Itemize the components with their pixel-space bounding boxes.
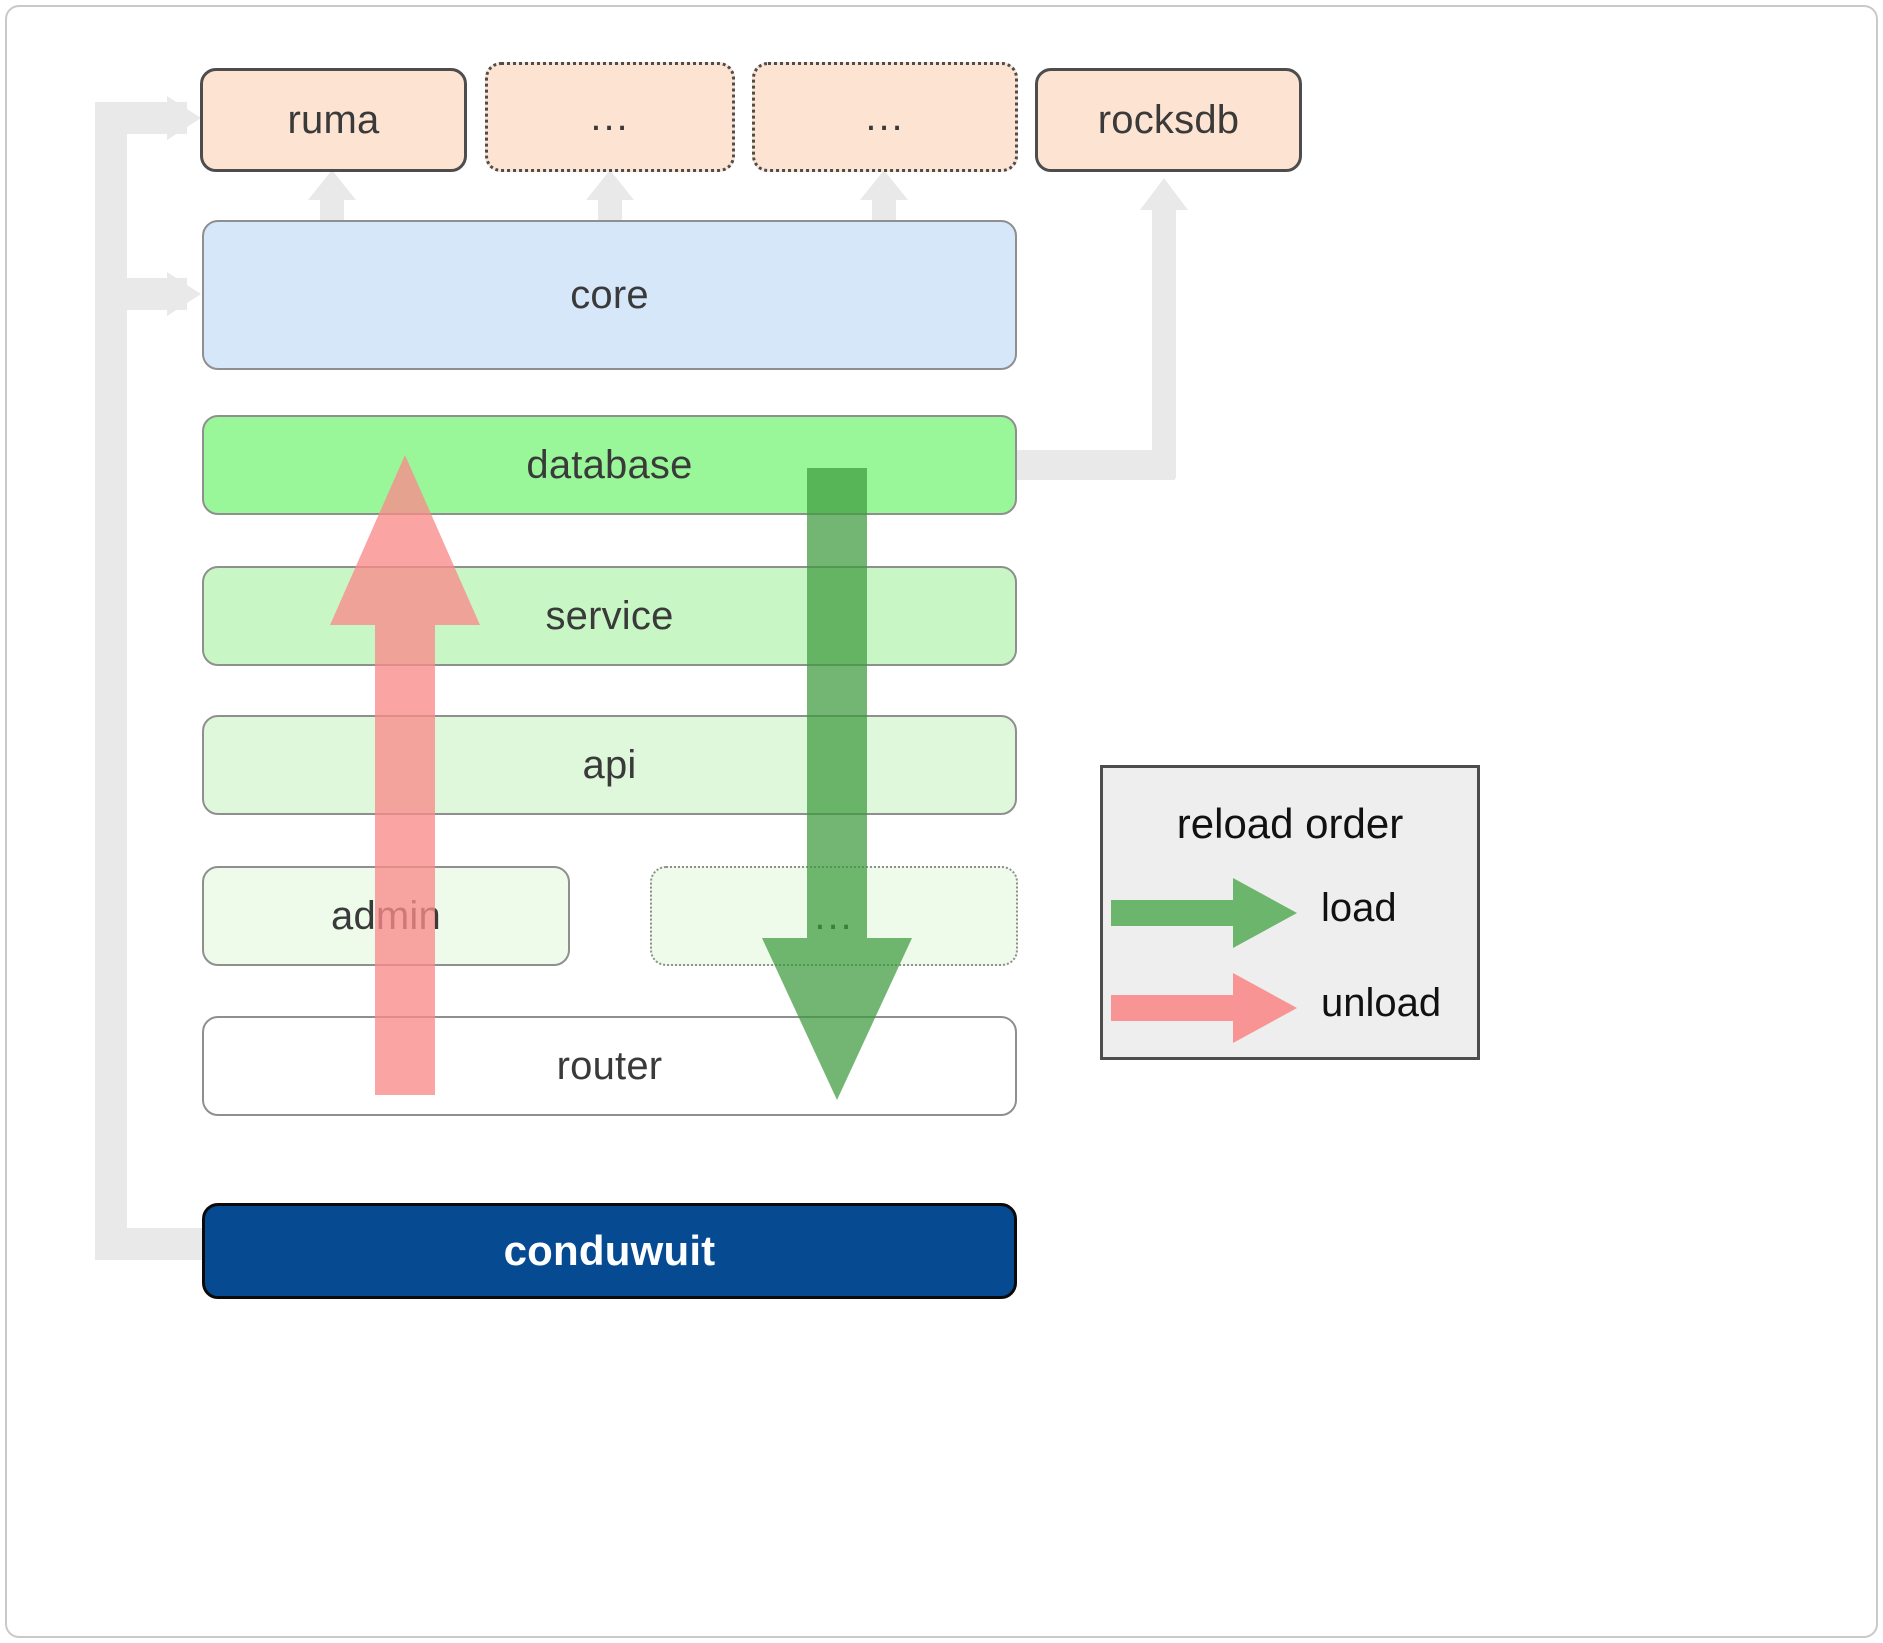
unload-flow-arrow [330,455,480,1095]
connector-database-to-rocksdb-vertical [1152,210,1176,478]
layer-node-database[interactable]: database [202,415,1017,515]
layer-label-service: service [545,593,674,638]
legend-unload-arrow-icon [1111,973,1297,1043]
dependency-label-dep-b: ... [865,94,905,139]
dependency-node-dep-a[interactable]: ... [485,62,735,172]
layer-node-core[interactable]: core [202,220,1017,370]
connector-trunk-vertical [95,102,127,1260]
legend-title: reload order [1176,800,1404,847]
legend-unload-label: unload [1321,981,1442,1025]
layer-label-core: core [570,272,649,317]
legend-load-label: load [1321,886,1397,930]
root-label-conduwuit: conduwuit [503,1227,716,1274]
dependency-node-ruma[interactable]: ruma [200,68,467,172]
load-flow-arrow [762,468,912,1100]
root-node-conduwuit[interactable]: conduwuit [202,1203,1017,1299]
connector-arrow-core-icon [167,272,201,316]
connector-core-to-depb-icon [860,170,908,200]
dependency-node-dep-b[interactable]: ... [752,62,1018,172]
legend-box: reload order load unload [1100,765,1480,1060]
connector-database-to-rocksdb-horizontal [1015,450,1175,480]
layer-label-api: api [582,742,637,787]
layer-node-api[interactable]: api [202,715,1017,815]
connector-core-to-depa-icon [586,170,634,200]
dependency-node-rocksdb[interactable]: rocksdb [1035,68,1302,172]
layer-node-router[interactable]: router [202,1016,1017,1116]
connector-arrow-ruma-icon [167,96,201,140]
connector-trunk-bottom [95,1228,215,1260]
dependency-label-dep-a: ... [590,94,630,139]
layer-label-router: router [556,1043,663,1088]
layer-label-database: database [526,442,693,487]
legend-load-arrow-icon [1111,878,1297,948]
dependency-label-ruma: ruma [287,97,380,142]
connector-core-to-ruma-icon [308,170,356,200]
dependency-label-rocksdb: rocksdb [1097,97,1240,142]
connector-database-to-rocksdb-icon [1140,178,1188,210]
